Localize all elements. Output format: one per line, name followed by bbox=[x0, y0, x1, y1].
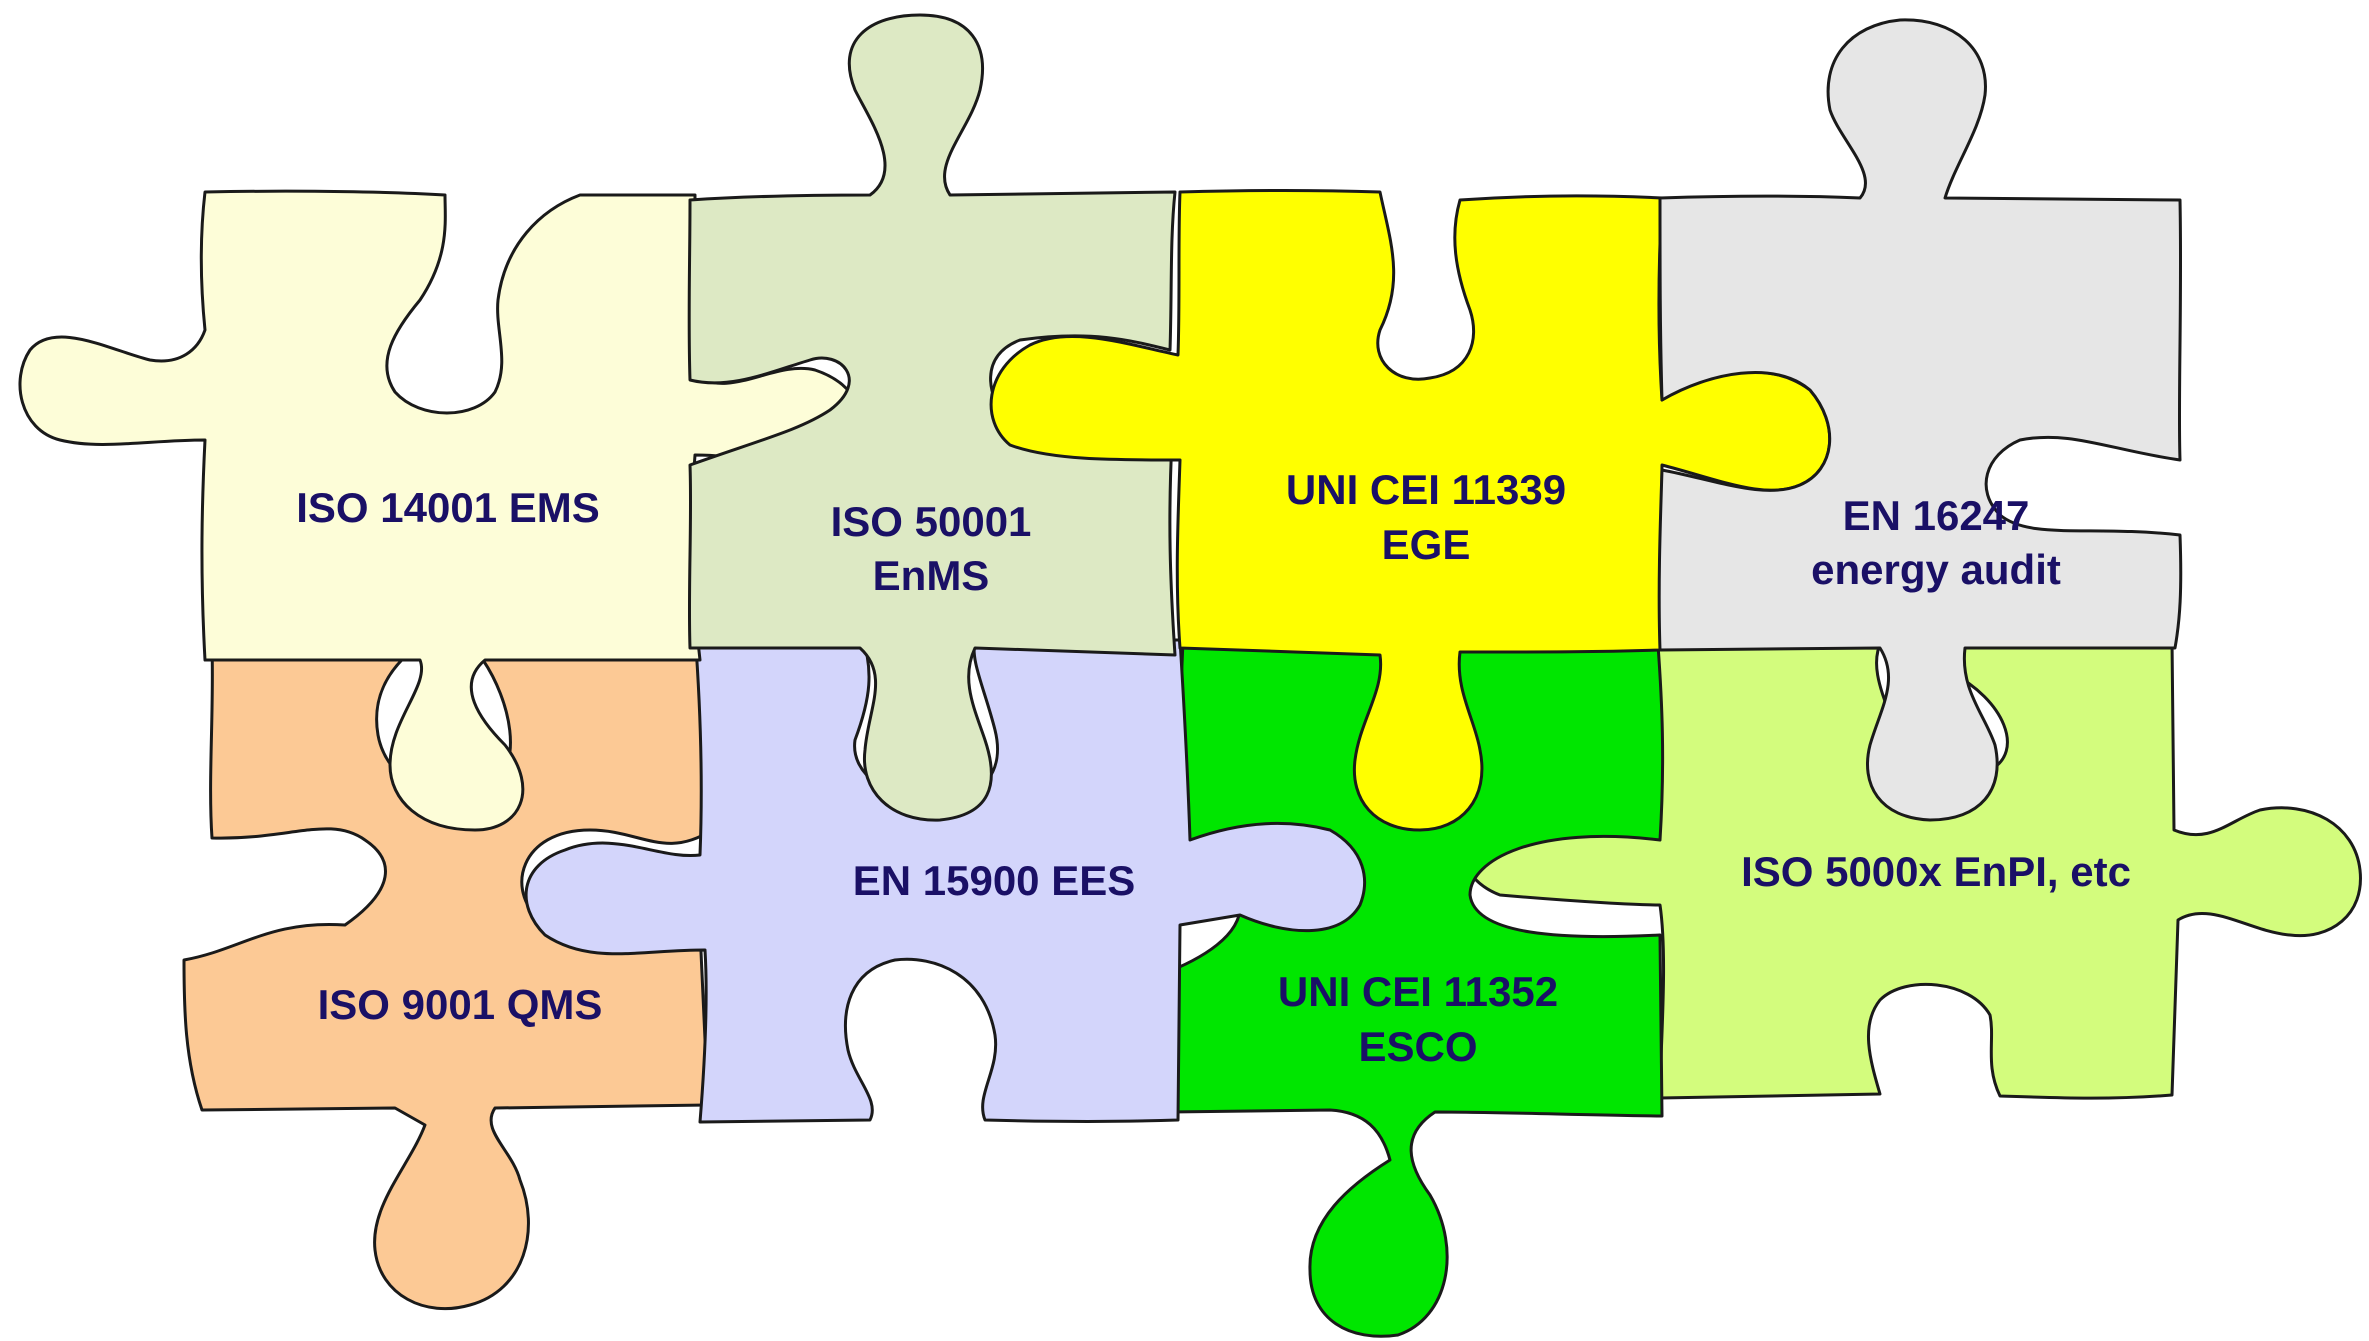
label-line: energy audit bbox=[1811, 546, 2061, 593]
piece-label-en-16247: EN 16247 energy audit bbox=[1811, 492, 2061, 593]
piece-label-uni-cei-11339: UNI CEI 11339 EGE bbox=[1286, 466, 1566, 568]
label-line: ESCO bbox=[1358, 1023, 1477, 1070]
piece-shape bbox=[989, 189, 1832, 832]
puzzle-piece-en-16247 bbox=[1657, 18, 2183, 822]
piece-label-iso-5000x: ISO 5000x EnPI, etc bbox=[1741, 848, 2131, 895]
label-line: ISO 14001 EMS bbox=[296, 484, 600, 531]
label-line: EnMS bbox=[873, 552, 990, 599]
label-line: EN 15900 EES bbox=[853, 857, 1136, 904]
piece-label-en-15900: EN 15900 EES bbox=[853, 857, 1136, 904]
label-line: EN 16247 bbox=[1843, 492, 2030, 539]
piece-shape bbox=[1657, 18, 2183, 822]
label-line: EGE bbox=[1382, 521, 1471, 568]
label-line: UNI CEI 11352 bbox=[1278, 968, 1558, 1015]
piece-label-iso-14001: ISO 14001 EMS bbox=[296, 484, 600, 531]
puzzle-piece-en-15900 bbox=[524, 628, 1367, 1124]
piece-shape bbox=[524, 628, 1367, 1124]
piece-shape bbox=[182, 642, 714, 1311]
label-line: ISO 5000x EnPI, etc bbox=[1741, 848, 2131, 895]
piece-label-uni-cei-11352: UNI CEI 11352 ESCO bbox=[1278, 968, 1558, 1070]
label-line: ISO 50001 bbox=[831, 498, 1032, 545]
puzzle-piece-uni-cei-11339 bbox=[989, 189, 1832, 832]
puzzle-piece-iso-50001 bbox=[687, 13, 1177, 822]
piece-label-iso-9001: ISO 9001 QMS bbox=[318, 981, 603, 1028]
label-line: UNI CEI 11339 bbox=[1286, 466, 1566, 513]
puzzle-piece-iso-9001 bbox=[182, 642, 714, 1311]
piece-shape bbox=[687, 13, 1177, 822]
piece-label-iso-50001: ISO 50001 EnMS bbox=[831, 498, 1032, 599]
label-line: ISO 9001 QMS bbox=[318, 981, 603, 1028]
